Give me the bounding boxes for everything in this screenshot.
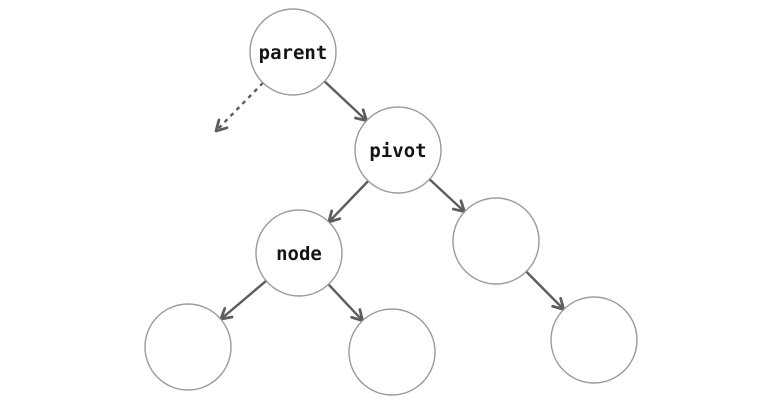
edge-node-node-right-child	[327, 283, 364, 323]
tree-node-parent-label: parent	[259, 42, 328, 64]
tree-node-node-left-child	[144, 303, 232, 391]
edge-node-node-left-child	[219, 279, 267, 321]
edge-pivot-pivot-right-child	[428, 178, 466, 214]
tree-node-right-grandchild-circle	[550, 296, 638, 384]
tree-node-node-label: node	[276, 243, 322, 265]
tree-node-pivot-circle	[354, 106, 442, 194]
tree-node-pivot-label: pivot	[369, 140, 426, 162]
tree-node-node: node	[255, 209, 343, 297]
tree-node-node-circle	[255, 209, 343, 297]
tree-node-node-right-child	[348, 308, 436, 396]
edge-pivot-node	[327, 180, 370, 224]
edge-pivot-right-child-right-grandchild	[525, 270, 566, 311]
tree-node-parent-circle	[249, 8, 337, 96]
tree-node-node-left-child-circle	[144, 303, 232, 391]
tree-node-parent: parent	[249, 8, 337, 96]
tree-node-pivot: pivot	[354, 106, 442, 194]
tree-node-right-grandchild	[550, 296, 638, 384]
tree-node-pivot-right-child	[452, 197, 540, 285]
edge-parent-detached-dashed	[214, 81, 264, 133]
edge-parent-pivot	[323, 80, 368, 123]
tree-node-node-right-child-circle	[348, 308, 436, 396]
tree-node-pivot-right-child-circle	[452, 197, 540, 285]
